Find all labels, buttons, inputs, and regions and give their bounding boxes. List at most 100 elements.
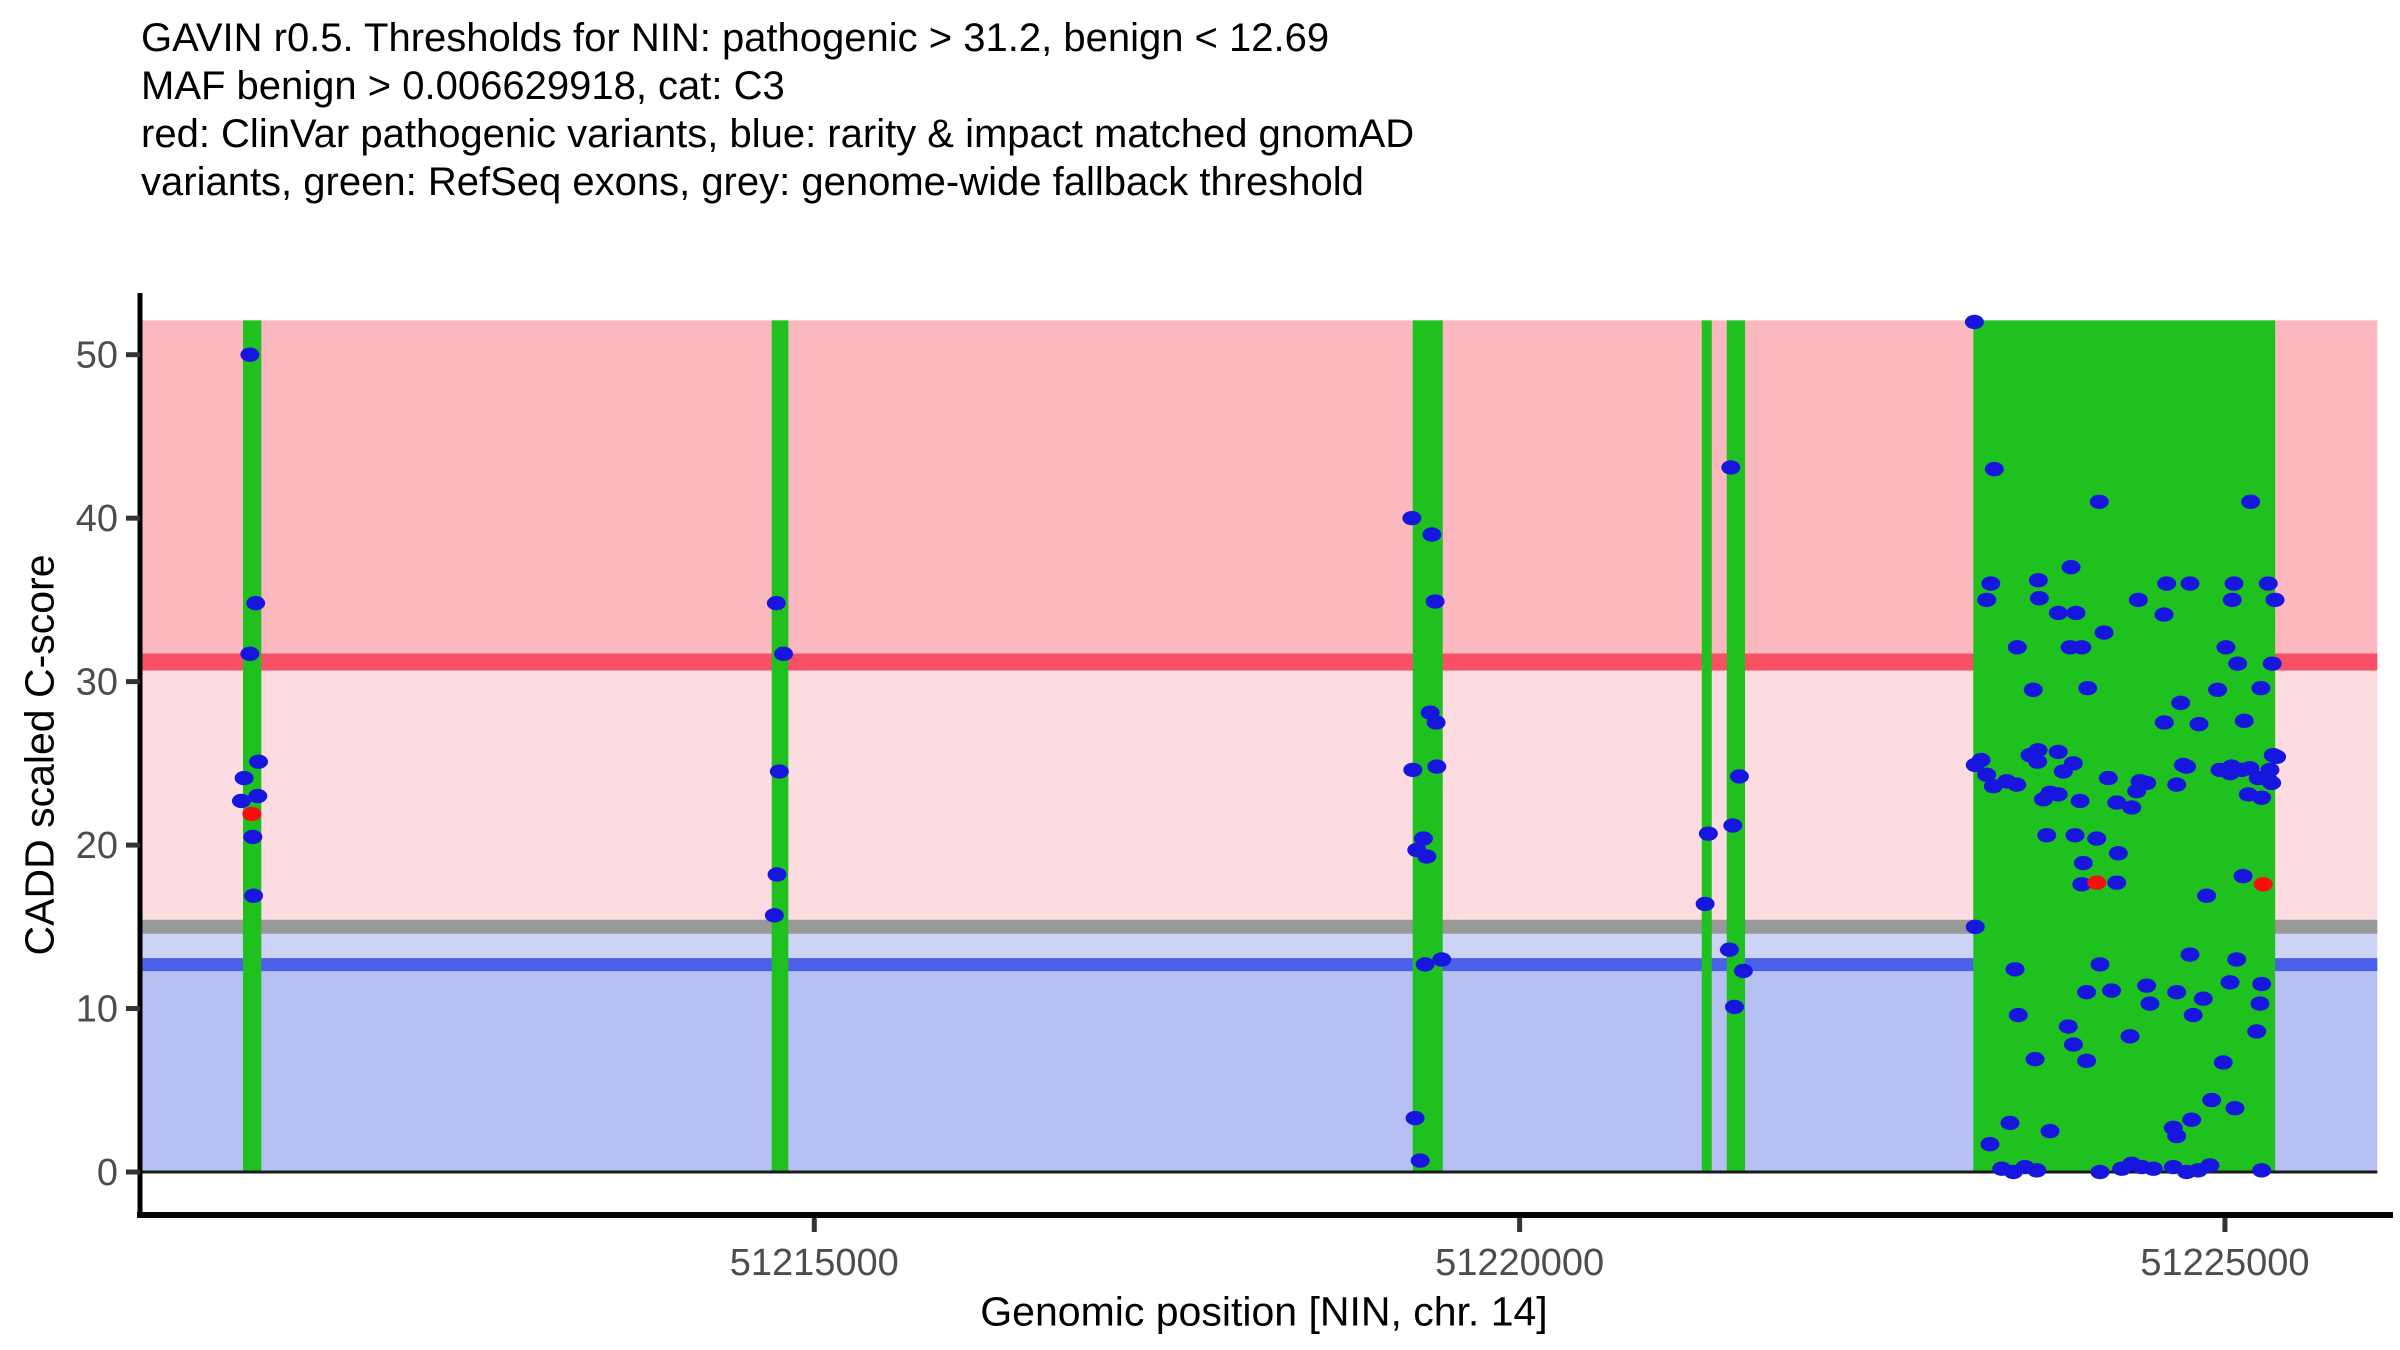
scatter-point-gnomad: [2053, 764, 2073, 779]
scatter-point-clinvar: [2253, 877, 2273, 892]
scatter-point-gnomad: [2005, 962, 2025, 977]
scatter-point-gnomad: [2167, 984, 2187, 1000]
scatter-point-gnomad: [2154, 715, 2174, 730]
scatter-point-gnomad: [234, 770, 254, 786]
scatter-point-gnomad: [2260, 762, 2280, 778]
scatter-point-gnomad: [2224, 576, 2244, 591]
scatter-point-gnomad: [2200, 1158, 2220, 1173]
scatter-point-gnomad: [2000, 1115, 2020, 1131]
scatter-point-gnomad: [2234, 713, 2254, 729]
scatter-point-gnomad: [2029, 591, 2049, 606]
scatter-point-gnomad: [248, 754, 268, 769]
scatter-point-gnomad: [2037, 828, 2057, 843]
scatter-point-gnomad: [2122, 800, 2142, 815]
scatter-point-gnomad: [1723, 818, 1743, 833]
scatter-point-gnomad: [2028, 754, 2048, 769]
scatter-point-gnomad: [2128, 592, 2148, 608]
scatter-point-gnomad: [2140, 996, 2160, 1011]
scatter-point-gnomad: [1980, 1137, 2000, 1152]
scatter-point-gnomad: [2228, 656, 2248, 671]
scatter-point-gnomad: [2028, 573, 2048, 588]
scatter-point-gnomad: [2090, 1164, 2110, 1180]
y-axis-tick-label: 0: [97, 1152, 118, 1194]
scatter-point-gnomad: [2008, 1007, 2028, 1023]
scatter-point-gnomad: [767, 867, 787, 882]
scatter-point-gnomad: [1403, 762, 1423, 778]
scatter-point-gnomad: [2025, 1052, 2045, 1067]
scatter-point-gnomad: [2180, 576, 2200, 591]
scatter-point-gnomad: [2167, 777, 2187, 792]
scatter-point-gnomad: [1724, 999, 1744, 1015]
scatter-point-gnomad: [2182, 1112, 2202, 1127]
scatter-point-gnomad: [2213, 1055, 2233, 1070]
scatter-point-gnomad: [2027, 1163, 2047, 1178]
scatter-point-gnomad: [1698, 826, 1718, 841]
scatter-point-gnomad: [2078, 680, 2098, 696]
scatter-point-gnomad: [2265, 592, 2285, 608]
scatter-point-gnomad: [1977, 767, 1997, 782]
scatter-point-gnomad: [1425, 594, 1445, 609]
scatter-point-gnomad: [2028, 743, 2048, 758]
scatter-point-gnomad: [2120, 1029, 2140, 1044]
scatter-point-gnomad: [2252, 1163, 2272, 1178]
scatter-point-gnomad: [2247, 1024, 2267, 1039]
scatter-point-gnomad: [2220, 975, 2240, 990]
scatter-point-gnomad: [2087, 831, 2107, 846]
scatter-point-gnomad: [2262, 656, 2282, 671]
exon-bar: [771, 320, 789, 1172]
scatter-point-gnomad: [2090, 957, 2110, 972]
scatter-point-gnomad: [2048, 787, 2068, 802]
y-axis-tick-label: 10: [76, 989, 118, 1031]
y-axis-tick-label: 20: [76, 825, 118, 867]
scatter-point-gnomad: [2222, 592, 2242, 608]
y-axis-tick-label: 50: [76, 335, 118, 377]
scatter-point-gnomad: [2033, 792, 2053, 807]
scatter-point-gnomad: [2250, 996, 2270, 1011]
scatter-point-gnomad: [2108, 846, 2128, 861]
scatter-point-gnomad: [2267, 749, 2287, 765]
y-axis-tick-label: 40: [76, 498, 118, 540]
scatter-point-gnomad: [2072, 640, 2092, 655]
scatter-point-gnomad: [2107, 875, 2127, 890]
chart-title: GAVIN r0.5. Thresholds for NIN: pathogen…: [141, 14, 1414, 206]
x-axis-tick-label: 51215000: [730, 1242, 899, 1284]
scatter-point-gnomad: [2077, 1053, 2097, 1069]
scatter-point-gnomad: [2227, 952, 2247, 967]
scatter-point-gnomad: [244, 888, 264, 903]
scatter-point-gnomad: [1417, 849, 1437, 864]
scatter-point-gnomad: [2073, 855, 2093, 871]
scatter-point-gnomad: [2089, 494, 2109, 510]
scatter-point-gnomad: [1977, 592, 1997, 608]
x-axis-tick-label: 51225000: [2140, 1242, 2309, 1284]
scatter-point-gnomad: [1721, 460, 1741, 475]
scatter-point-gnomad: [2040, 1123, 2060, 1139]
scatter-point-gnomad: [1733, 963, 1753, 979]
scatter-point-gnomad: [1413, 831, 1433, 846]
scatter-point-gnomad: [2007, 640, 2027, 655]
scatter-point-gnomad: [1432, 952, 1452, 967]
scatter-point-gnomad: [2225, 1101, 2245, 1116]
chart-title-line-3: red: ClinVar pathogenic variants, blue: …: [141, 112, 1415, 156]
scatter-point-gnomad: [2241, 494, 2261, 510]
scatter-point-gnomad: [2252, 790, 2272, 805]
scatter-point-gnomad: [2216, 640, 2236, 655]
scatter-point-gnomad: [2171, 695, 2191, 711]
scatter-point-gnomad: [2157, 576, 2177, 591]
scatter-point-gnomad: [2094, 625, 2114, 640]
scatter-point-gnomad: [1965, 757, 1985, 773]
scatter-point-gnomad: [2202, 1092, 2222, 1108]
scatter-point-clinvar: [242, 806, 262, 822]
scatter-point-gnomad: [2183, 1007, 2203, 1023]
scatter-point-gnomad: [1422, 527, 1442, 542]
scatter-point-gnomad: [1402, 510, 1422, 526]
chart-title-line-4: variants, green: RefSeq exons, grey: gen…: [141, 160, 1364, 204]
scatter-point-gnomad: [769, 764, 789, 779]
chart-title-line-2: MAF benign > 0.006629918, cat: C3: [141, 64, 785, 108]
scatter-point-gnomad: [2137, 978, 2157, 993]
exon-bar: [1726, 320, 1746, 1172]
scatter-point-gnomad: [2058, 1019, 2078, 1034]
scatter-point-gnomad: [1415, 957, 1435, 972]
scatter-point-gnomad: [2102, 983, 2122, 998]
scatter-point-gnomad: [243, 829, 263, 845]
scatter-point-gnomad: [2154, 607, 2174, 622]
